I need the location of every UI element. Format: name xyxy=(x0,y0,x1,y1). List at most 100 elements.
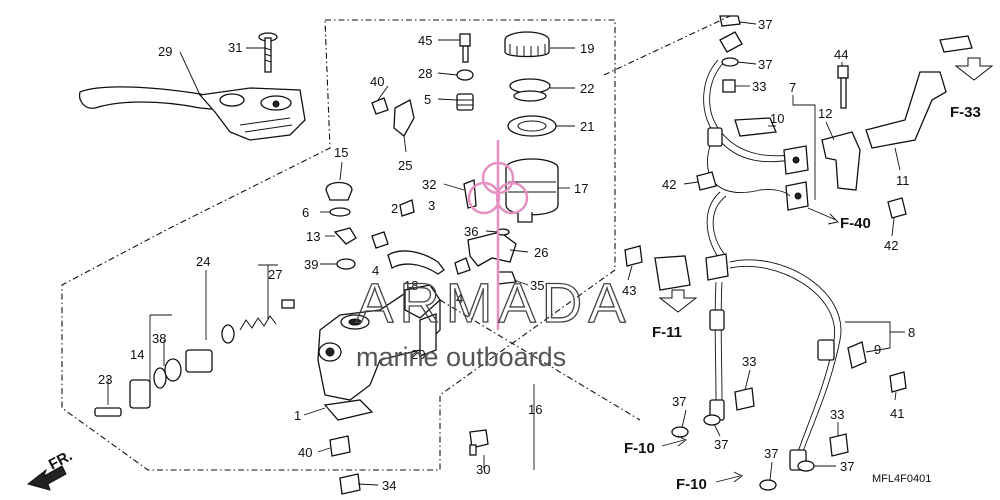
hose-clamp-12 xyxy=(821,131,861,191)
reference-labels: F-33 F-40 F-11 F-10 F-10 xyxy=(624,104,981,493)
bolt-30-shank xyxy=(469,444,477,456)
callout-1: 1 xyxy=(294,408,301,423)
fr-label: FR. xyxy=(46,447,75,473)
clip-b xyxy=(454,257,471,275)
piston-set xyxy=(94,299,295,417)
callout-12: 12 xyxy=(818,106,832,121)
callout-6: 6 xyxy=(302,205,309,220)
f33-arrow xyxy=(954,57,994,81)
callout-37e: 37 xyxy=(764,446,778,461)
brake-hose-lower xyxy=(705,191,867,471)
nut-41 xyxy=(889,371,907,393)
washer-37a xyxy=(719,15,741,27)
callout-13: 13 xyxy=(306,229,320,244)
washer-37f xyxy=(797,460,815,472)
rubber-boot xyxy=(325,181,353,201)
bolt-f33 xyxy=(939,35,973,53)
reservoir-bolt xyxy=(456,33,474,111)
callout-10: 10 xyxy=(770,111,784,126)
brake-hose-upper xyxy=(703,31,809,211)
clip-43 xyxy=(654,255,691,291)
bolt-40 xyxy=(371,97,389,115)
reservoir-cap xyxy=(504,31,550,58)
callout-28: 28 xyxy=(418,66,432,81)
callout-37d: 37 xyxy=(714,437,728,452)
callout-39: 39 xyxy=(304,257,318,272)
callout-11: 11 xyxy=(896,173,910,188)
callout-33a: 33 xyxy=(752,79,766,94)
diaphragm xyxy=(507,115,557,137)
bolt-40b xyxy=(329,435,351,457)
callout-26: 26 xyxy=(534,245,548,260)
clip xyxy=(371,231,389,249)
callout-21: 21 xyxy=(580,119,594,134)
watermark-tagline: marine outboards xyxy=(356,342,566,372)
diagram-code: MFL4F0401 xyxy=(872,473,931,485)
callout-43: 43 xyxy=(622,283,636,298)
callout-20: 20 xyxy=(411,347,425,362)
callout-24: 24 xyxy=(196,254,210,269)
callout-4a: 4 xyxy=(372,263,379,278)
callout-29: 29 xyxy=(158,44,172,59)
stay xyxy=(393,99,415,137)
callout-23: 23 xyxy=(98,372,112,387)
callout-3: 3 xyxy=(428,198,435,213)
hose-joint xyxy=(333,227,357,245)
f11-arrow xyxy=(658,289,698,313)
ref-f11: F-11 xyxy=(652,324,682,341)
leader-lines xyxy=(107,21,905,486)
washer-37e xyxy=(759,479,777,491)
callout-40: 40 xyxy=(370,74,384,89)
callout-34: 34 xyxy=(382,478,396,493)
reservoir-hose xyxy=(387,250,445,275)
pivot-bolt xyxy=(258,32,278,73)
callout-37b: 37 xyxy=(758,57,772,72)
cap-34 xyxy=(339,473,361,495)
callout-27: 27 xyxy=(268,267,282,282)
front-direction-arrow: FR. xyxy=(26,447,75,491)
callout-33b: 33 xyxy=(742,354,756,369)
reservoir-group-boundary xyxy=(603,15,731,76)
callout-45: 45 xyxy=(418,33,432,48)
callout-7: 7 xyxy=(789,80,796,95)
callout-40b: 40 xyxy=(298,445,312,460)
reservoir-tank xyxy=(505,158,559,223)
callout-37f: 37 xyxy=(840,459,854,474)
cap-plate xyxy=(509,78,551,102)
callout-30: 30 xyxy=(476,462,490,477)
o-ring xyxy=(336,258,356,270)
watermark-logo xyxy=(467,140,529,330)
f40-arrow xyxy=(807,207,839,225)
callout-4b: 4 xyxy=(456,291,463,306)
callout-16: 16 xyxy=(528,402,542,417)
callout-33c: 33 xyxy=(830,407,844,422)
master-cylinder xyxy=(317,284,441,421)
callout-5: 5 xyxy=(424,92,431,107)
callouts: 29 31 40 25 45 28 5 19 22 21 17 15 6 32 … xyxy=(98,17,915,493)
callout-44: 44 xyxy=(834,47,848,62)
callout-17: 17 xyxy=(574,181,588,196)
f10a-arrow xyxy=(661,435,687,447)
bolt-44-head xyxy=(837,65,849,79)
screw-2 xyxy=(399,199,415,217)
callout-37c: 37 xyxy=(672,394,686,409)
washer-37b xyxy=(721,57,739,67)
callout-25: 25 xyxy=(398,158,412,173)
bolt-44-shank xyxy=(840,77,847,109)
assembly-boundary xyxy=(61,19,616,471)
callout-41: 41 xyxy=(890,406,904,421)
callout-32: 32 xyxy=(422,177,436,192)
callout-38: 38 xyxy=(152,331,166,346)
callout-9: 9 xyxy=(874,342,881,357)
circlip xyxy=(329,207,351,217)
brake-lever xyxy=(78,86,306,141)
watermark: ARMADA marine outboards xyxy=(355,140,626,372)
callout-8: 8 xyxy=(908,325,915,340)
callout-36: 36 xyxy=(464,224,478,239)
callout-14: 14 xyxy=(130,347,144,362)
ref-f10b: F-10 xyxy=(676,476,707,493)
callout-42a: 42 xyxy=(662,177,676,192)
bolt-33c xyxy=(829,433,849,457)
